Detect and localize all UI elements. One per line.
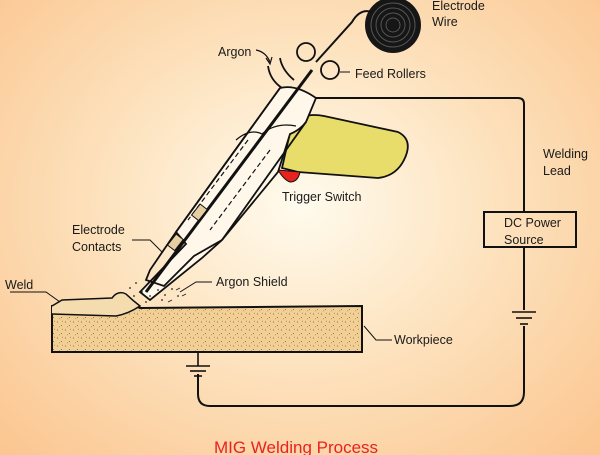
welding-lead-wire <box>312 97 525 212</box>
label-electrode-wire-1: Electrode <box>432 0 485 13</box>
leader-workpiece <box>363 325 392 341</box>
label-workpiece: Workpiece <box>394 333 453 347</box>
argon-hose <box>267 57 295 89</box>
leader-weld <box>10 291 61 303</box>
trigger-switch <box>277 169 301 183</box>
label-weld: Weld <box>5 278 33 292</box>
label-welding-lead-1: Welding <box>543 147 588 161</box>
welding-gun-body <box>138 69 318 302</box>
label-argon: Argon <box>218 45 251 59</box>
label-welding-lead-2: Lead <box>543 164 571 178</box>
label-feed-rollers: Feed Rollers <box>355 67 426 81</box>
label-trigger-switch: Trigger Switch <box>282 190 361 204</box>
electrode-wire-spool <box>365 0 421 53</box>
ground-symbol-workpiece <box>186 352 210 377</box>
leader-electrode-contacts <box>132 239 163 253</box>
diagram-title: MIG Welding Process <box>214 438 378 455</box>
weld-bead <box>51 291 142 317</box>
electrode-wire <box>315 10 373 63</box>
label-electrode-contacts-2: Contacts <box>72 240 121 254</box>
electrode-contacts <box>166 203 208 252</box>
dc-power-source-box <box>483 211 577 248</box>
ground-symbol-right <box>512 311 536 325</box>
feed-roller-bottom <box>320 60 340 80</box>
label-argon-shield: Argon Shield <box>216 275 288 289</box>
argon-arrowhead <box>265 56 273 66</box>
label-electrode-contacts-1: Electrode <box>72 223 125 237</box>
leader-argon-shield <box>179 281 212 293</box>
label-dc-power-2: Source <box>504 233 544 247</box>
label-dc-power-1: DC Power <box>504 216 561 230</box>
label-electrode-wire-2: Wire <box>432 15 458 29</box>
ground-lead-wire <box>197 247 525 407</box>
argon-arrow <box>255 49 271 63</box>
feed-roller-top <box>296 42 316 62</box>
